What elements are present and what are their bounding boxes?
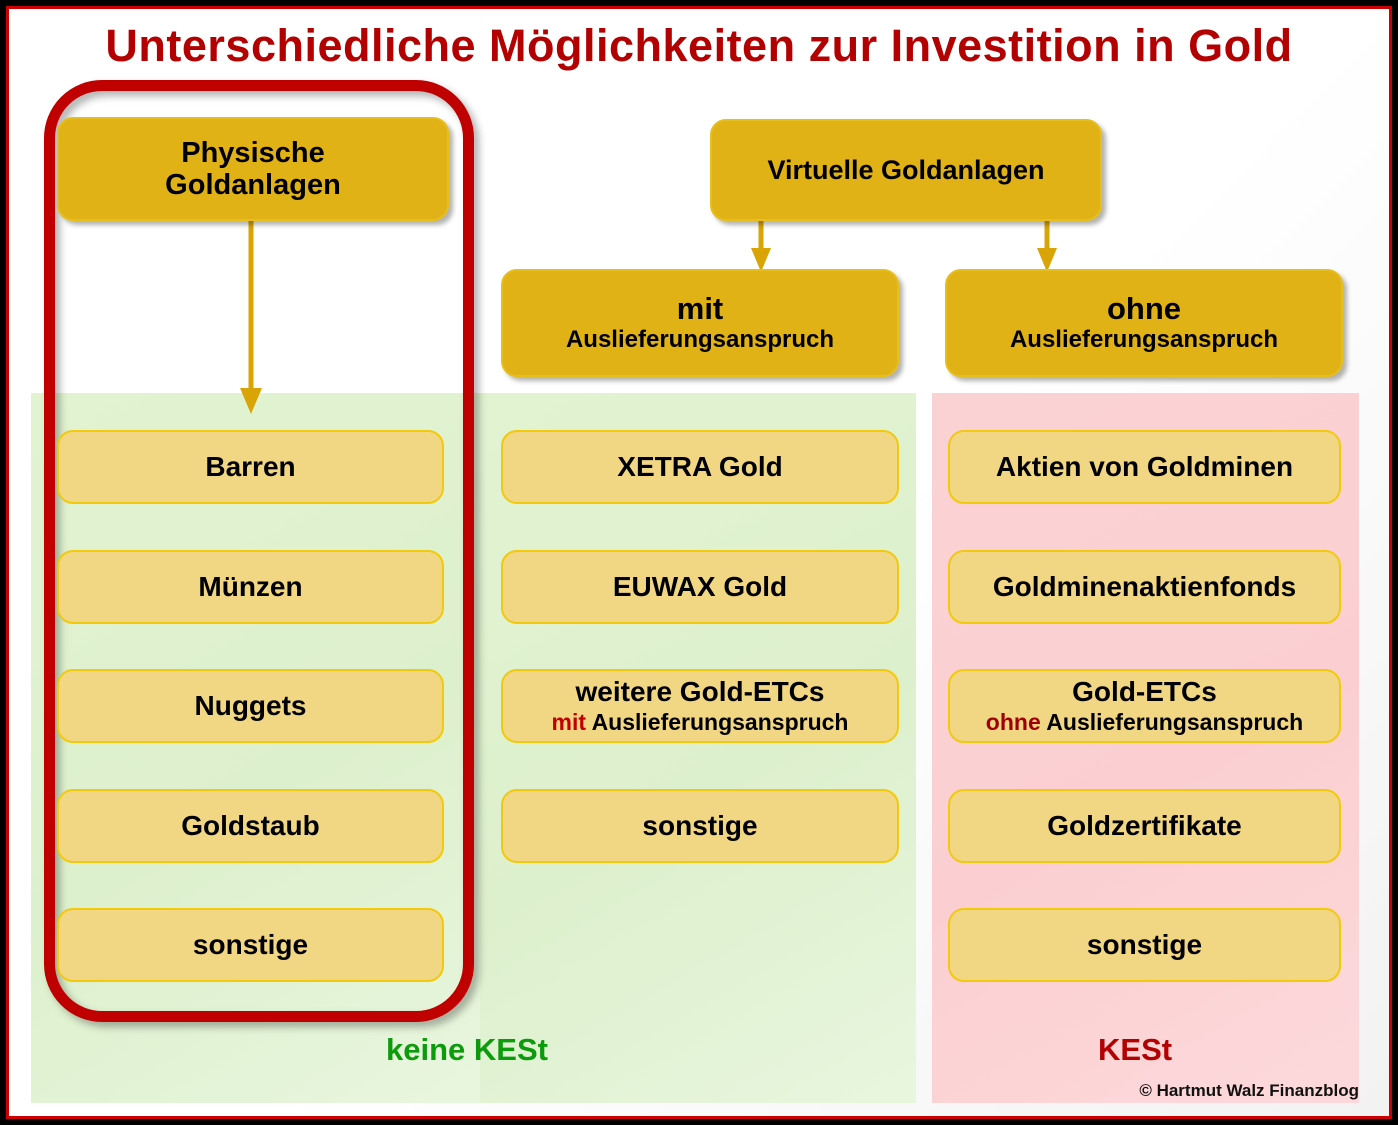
header-virtuelle-goldanlagen[interactable]: Virtuelle Goldanlagen: [710, 119, 1102, 221]
item-xetra-gold[interactable]: XETRA Gold: [501, 430, 899, 504]
item-goldminenaktienfonds[interactable]: Goldminenaktienfonds: [948, 550, 1341, 624]
item-sonstige-ohne[interactable]: sonstige: [948, 908, 1341, 982]
arrow-virtuelle-to-mit: [751, 218, 771, 272]
item-barren[interactable]: Barren: [57, 430, 444, 504]
label-keine-kest: keine KESt: [386, 1032, 548, 1067]
item-sublabel: ohne Auslieferungsanspruch: [985, 708, 1304, 735]
item-nuggets[interactable]: Nuggets: [57, 669, 444, 743]
item-sonstige-physisch[interactable]: sonstige: [57, 908, 444, 982]
item-sublabel-emphasis: mit: [551, 708, 587, 735]
header-virtuelle-label: Virtuelle Goldanlagen: [767, 154, 1045, 185]
item-label: Goldstaub: [181, 809, 320, 841]
item-euwax-gold[interactable]: EUWAX Gold: [501, 550, 899, 624]
header-mit-line2: Auslieferungsanspruch: [565, 325, 835, 353]
item-muenzen[interactable]: Münzen: [57, 550, 444, 624]
item-label: Nuggets: [194, 689, 307, 721]
header-physische-goldanlagen[interactable]: Physische Goldanlagen: [57, 117, 449, 221]
arrow-virtuelle-to-ohne: [1037, 218, 1057, 272]
item-label: Goldminenaktienfonds: [992, 570, 1297, 602]
header-physische-line1: Physische: [181, 136, 325, 169]
panel-mit-auslieferungsanspruch: [480, 393, 916, 1103]
item-sublabel-rest: Auslieferungsanspruch: [1040, 708, 1304, 735]
page-title: Unterschiedliche Möglichkeiten zur Inves…: [105, 20, 1293, 71]
header-ohne-auslieferungsanspruch[interactable]: ohne Auslieferungsanspruch: [945, 269, 1343, 377]
item-aktien-von-goldminen[interactable]: Aktien von Goldminen: [948, 430, 1341, 504]
copyright-notice: © Hartmut Walz Finanzblog: [1139, 1081, 1359, 1100]
item-label: XETRA Gold: [617, 450, 783, 482]
item-label: sonstige: [642, 809, 758, 841]
item-goldzertifikate[interactable]: Goldzertifikate: [948, 789, 1341, 863]
item-label: weitere Gold-ETCs: [575, 675, 825, 707]
panel-ohne-auslieferungsanspruch: [932, 393, 1359, 1103]
label-kest: KESt: [1098, 1032, 1173, 1067]
item-label: Gold-ETCs: [1072, 675, 1217, 707]
item-label: sonstige: [192, 928, 309, 960]
item-label: sonstige: [1086, 928, 1203, 960]
item-goldstaub[interactable]: Goldstaub: [57, 789, 444, 863]
item-sonstige-mit[interactable]: sonstige: [501, 789, 899, 863]
header-ohne-line1: ohne: [1106, 291, 1182, 327]
header-physische-line2: Goldanlagen: [165, 169, 341, 201]
item-sublabel-rest: Auslieferungsanspruch: [586, 708, 849, 735]
item-label: Goldzertifikate: [1047, 809, 1242, 841]
item-gold-etcs[interactable]: Gold-ETCs ohne Auslieferungsanspruch: [948, 669, 1341, 743]
item-label: Barren: [205, 450, 296, 482]
item-sublabel-emphasis: ohne: [985, 708, 1041, 735]
header-mit-auslieferungsanspruch[interactable]: mit Auslieferungsanspruch: [501, 269, 899, 377]
item-label: EUWAX Gold: [612, 570, 788, 602]
header-mit-line1: mit: [676, 291, 724, 327]
arrow-physische-to-items: [240, 218, 262, 414]
header-ohne-line2: Auslieferungsanspruch: [1009, 325, 1279, 353]
item-label: Münzen: [198, 570, 303, 602]
item-weitere-gold-etcs[interactable]: weitere Gold-ETCs mit Auslieferungsanspr…: [501, 669, 899, 743]
physische-highlight-outline: [44, 80, 474, 1022]
item-sublabel: mit Auslieferungsanspruch: [551, 708, 849, 735]
panel-physische-goldanlagen: [31, 393, 480, 1103]
item-label: Aktien von Goldminen: [995, 450, 1294, 482]
